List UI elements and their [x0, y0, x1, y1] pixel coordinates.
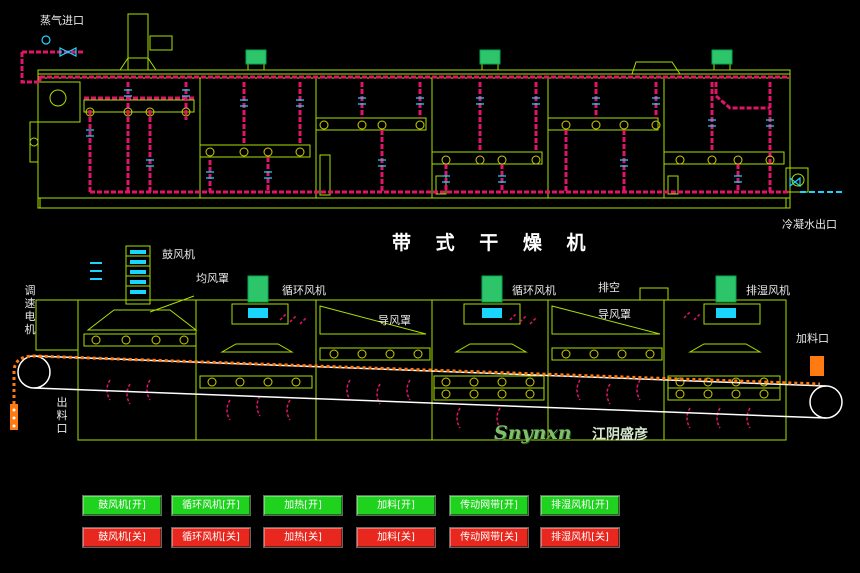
brand-name: 江阴盛彦: [592, 427, 648, 443]
speed-motor-label: 调速电机: [24, 284, 36, 336]
conveyor-belt-on-button[interactable]: 传动网带[开]: [449, 495, 529, 516]
blower-on-button[interactable]: 鼓风机[开]: [82, 495, 162, 516]
valves: [41, 35, 801, 188]
airflow-arrows: [106, 311, 751, 429]
heaters: [85, 107, 775, 165]
blower-fins: [90, 250, 146, 294]
bottom-fan-motors: [247, 275, 737, 303]
heating-off-button[interactable]: 加热[关]: [263, 527, 343, 548]
conveyor-belt-off-button[interactable]: 传动网带[关]: [449, 527, 529, 548]
chain-end-boxes: [10, 356, 824, 430]
machine-title: 带 式 干 燥 机: [392, 232, 595, 254]
discharge-label: 出料口: [56, 396, 68, 435]
blower-off-button[interactable]: 鼓风机[关]: [82, 527, 162, 548]
dehumidify-fan-label: 排湿风机: [746, 284, 790, 297]
bottom-dryer-frame: [35, 245, 787, 441]
guide-hood-2-label: 导风罩: [598, 308, 631, 321]
guide-hood-1-label: 导风罩: [378, 314, 411, 327]
conveyor-chain: [12, 354, 821, 404]
steam-inlet-label: 蒸气进口: [40, 14, 84, 27]
dehumidify-fan-on-button[interactable]: 排湿风机[开]: [540, 495, 620, 516]
exhaust-label: 排空: [598, 281, 620, 294]
feed-inlet-label: 加料口: [796, 332, 829, 345]
air-hood-label: 均风罩: [196, 272, 229, 285]
brand-logo: Snynxn: [494, 422, 572, 444]
circulation-fan-off-button[interactable]: 循环风机[关]: [171, 527, 251, 548]
condensate-outlet-label: 冷凝水出口: [782, 218, 837, 231]
feeding-off-button[interactable]: 加料[关]: [356, 527, 436, 548]
circulation-fan-1-label: 循环风机: [282, 284, 326, 297]
top-fan-motors: [29, 49, 805, 187]
conveyor-belt: [17, 355, 843, 419]
circulation-fan-2-label: 循环风机: [512, 284, 556, 297]
feeding-on-button[interactable]: 加料[开]: [356, 495, 436, 516]
steam-pipes: [20, 50, 790, 194]
heating-on-button[interactable]: 加热[开]: [263, 495, 343, 516]
blower-label: 鼓风机: [162, 248, 195, 261]
fan-impellers: [248, 308, 736, 318]
rollers: [91, 335, 769, 399]
circulation-fan-on-button[interactable]: 循环风机[开]: [171, 495, 251, 516]
dehumidify-fan-off-button[interactable]: 排湿风机[关]: [540, 527, 620, 548]
